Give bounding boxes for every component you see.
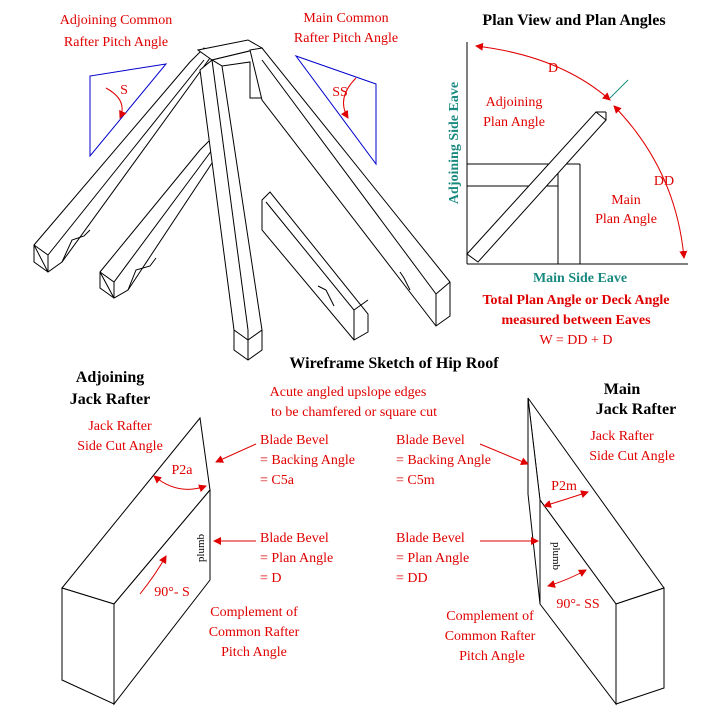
adjoining-common-rafter [33,47,211,273]
center-notes: Acute angled upslope edges to be chamfer… [209,385,539,664]
blade-backing-a-3: = C5a [260,473,295,488]
blade-backing-a-2: = Backing Angle [260,453,355,468]
main-common-label-1: Main Common [303,11,388,26]
blade-plan-a-3: = D [260,571,282,586]
adjoining-jack-title-1: Adjoining [76,369,144,386]
wireframe-hip-roof: Adjoining Common Rafter Pitch Angle Main… [33,11,499,372]
angle-dd-arc [613,105,688,259]
blade-backing-m-1: Blade Bevel [396,433,465,448]
blade-backing-m-2: = Backing Angle [396,453,491,468]
main-plumb-label: plumb [550,542,562,571]
adjoining-plan-angle-1: Adjoining [486,95,543,110]
adjoining-plan-angle-2: Plan Angle [483,115,545,130]
complement-a-2: Common Rafter [209,625,300,640]
complement-s-arc [139,555,167,595]
main-common-label-2: Rafter Pitch Angle [294,31,398,46]
main-side-cut-1: Jack Rafter [590,429,654,444]
main-jack-title-2: Jack Rafter [596,401,676,418]
angle-s-label: S [120,83,128,98]
right-jack-rafter [261,191,369,341]
hip-rafter [199,59,263,361]
complement-m-1: Complement of [446,609,534,624]
angle-dd-label: DD [654,174,674,189]
main-pitch-triangle [294,54,377,166]
complement-m-3: Pitch Angle [459,649,525,664]
p2a-label: P2a [172,463,194,478]
blade-backing-m-3: = C5m [396,473,435,488]
complement-a-1: Complement of [210,605,298,620]
adjoining-common-label-1: Adjoining Common [60,13,172,28]
blade-plan-m-2: = Plan Angle [396,551,469,566]
adjoining-jack-title-2: Jack Rafter [70,391,150,408]
left-jack-rafter [99,138,215,299]
complement-a-3: Pitch Angle [221,645,287,660]
blade-plan-m-3: = DD [396,571,428,586]
acute-note-1: Acute angled upslope edges [270,385,427,400]
angle-d-label: D [548,61,558,76]
angle-ss-arc [340,77,357,119]
acute-note-2: to be chamfered or square cut [271,405,437,420]
blade-plan-a-2: = Plan Angle [260,551,333,566]
p2a-arc [153,475,207,493]
adjoining-side-cut-2: Side Cut Angle [77,439,163,454]
complement-ss-label: 90°- SS [556,597,599,612]
main-jack-rafter: Main Jack Rafter Jack Rafter Side Cut An… [527,381,676,706]
wireframe-caption: Wireframe Sketch of Hip Roof [289,355,499,372]
adjoining-side-eave-label: Adjoining Side Eave [447,82,462,204]
adjoining-pitch-triangle [89,63,168,158]
total-note-3: W = DD + D [539,333,612,348]
angle-ss-label: SS [332,85,348,100]
blade-backing-a-1: Blade Bevel [260,433,329,448]
main-common-rafter [249,47,451,327]
complement-m-2: Common Rafter [445,629,536,644]
angle-s-arc [105,87,127,119]
adjoining-jack-rafter: Adjoining Jack Rafter Jack Rafter Side C… [61,369,211,706]
main-plan-angle-2: Plan Angle [595,212,657,227]
p2m-arc [543,490,589,508]
adjoining-common-label-2: Rafter Pitch Angle [64,35,168,50]
main-jack-title-1: Main [604,381,641,398]
adjoining-side-cut-1: Jack Rafter [88,419,152,434]
angle-d-arc [475,42,611,101]
main-side-eave-label: Main Side Eave [533,271,627,286]
complement-s-label: 90°- S [154,585,190,600]
main-side-cut-2: Side Cut Angle [589,449,675,464]
main-plan-angle-1: Main [611,193,641,208]
adjoining-plumb-label: plumb [195,533,207,562]
blade-plan-a-1: Blade Bevel [260,531,329,546]
plan-view: Plan View and Plan Angles D DD Adjoining… [447,12,688,348]
blade-plan-m-1: Blade Bevel [396,531,465,546]
complement-ss-arc [547,569,587,588]
total-note-2: measured between Eaves [501,313,651,328]
total-note-1: Total Plan Angle or Deck Angle [482,293,669,308]
p2m-label: P2m [551,479,577,494]
plan-view-title: Plan View and Plan Angles [482,12,665,29]
